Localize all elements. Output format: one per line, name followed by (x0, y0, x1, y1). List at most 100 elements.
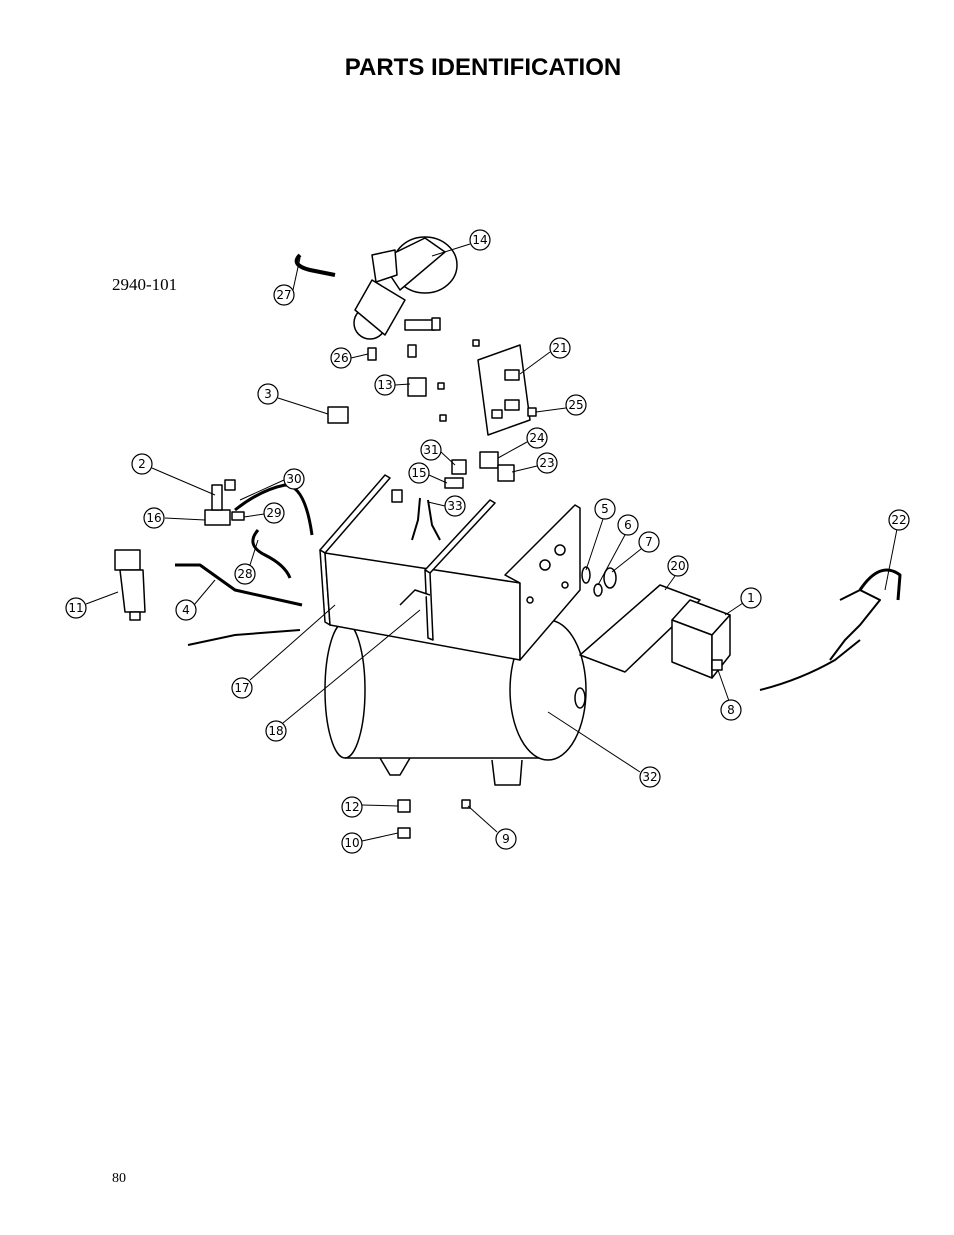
leader-6 (597, 532, 627, 586)
page-title: PARTS IDENTIFICATION (344, 54, 622, 81)
callout-18: 18 (265, 720, 287, 742)
motor-compressor (353, 236, 458, 340)
page-number: 80 (112, 1171, 126, 1186)
leader-30 (239, 479, 285, 501)
svg-text:26: 26 (333, 351, 348, 365)
callout-3: 3 (257, 383, 279, 405)
callout-10: 10 (341, 832, 363, 854)
svg-text:8: 8 (727, 703, 735, 717)
leader-20 (664, 575, 676, 591)
callout-9: 9 (495, 828, 517, 850)
leader-15 (428, 474, 448, 484)
svg-text:10: 10 (344, 836, 359, 850)
leader-2 (151, 467, 216, 496)
svg-text:4: 4 (182, 603, 190, 617)
svg-text:15: 15 (411, 466, 426, 480)
callout-12: 12 (341, 796, 363, 818)
svg-text:13: 13 (377, 378, 392, 392)
svg-text:31: 31 (423, 443, 438, 457)
callout-6: 6 (617, 514, 639, 536)
svg-text:6: 6 (624, 518, 632, 532)
svg-text:5: 5 (601, 502, 609, 516)
callout-13: 13 (374, 374, 396, 396)
svg-text:28: 28 (237, 567, 252, 581)
valve-manifold (204, 479, 245, 526)
svg-text:23: 23 (539, 456, 554, 470)
leader-lines (85, 243, 898, 842)
leader-28 (249, 539, 259, 566)
leader-23 (511, 465, 538, 473)
model-number: 2940-101 (112, 275, 178, 294)
svg-text:30: 30 (286, 472, 301, 486)
leader-18 (282, 609, 421, 724)
wire-harness (411, 497, 881, 661)
svg-text:14: 14 (472, 233, 487, 247)
leader-25 (535, 407, 567, 413)
leader-29 (243, 513, 265, 518)
svg-text:21: 21 (552, 341, 567, 355)
leader-27 (292, 257, 301, 291)
callout-32: 32 (639, 766, 661, 788)
callout-14: 14 (469, 229, 491, 251)
svg-text:2: 2 (138, 457, 146, 471)
fittings (367, 317, 537, 839)
callout-24: 24 (526, 427, 548, 449)
leader-17 (249, 604, 336, 681)
leader-9 (467, 805, 498, 833)
leader-32 (547, 711, 641, 773)
callout-28: 28 (234, 563, 256, 585)
callout-23: 23 (536, 452, 558, 474)
leader-8 (717, 669, 730, 702)
parts-drawing (114, 236, 902, 839)
callout-30: 30 (283, 468, 305, 490)
svg-text:11: 11 (68, 601, 83, 615)
leader-31 (440, 451, 456, 466)
svg-text:3: 3 (264, 387, 272, 401)
callout-27: 27 (273, 284, 295, 306)
callout-22: 22 (888, 509, 910, 531)
svg-text:9: 9 (502, 832, 510, 846)
callout-17: 17 (231, 677, 253, 699)
callout-26: 26 (330, 347, 352, 369)
switch-components (327, 377, 515, 503)
leader-1 (724, 602, 744, 616)
leader-11 (85, 591, 119, 605)
svg-text:1: 1 (747, 591, 755, 605)
callout-31: 31 (420, 439, 442, 461)
frame-cradle (319, 474, 581, 661)
callout-33: 33 (444, 495, 466, 517)
callout-8: 8 (720, 699, 742, 721)
leader-10 (361, 832, 399, 842)
callout-7: 7 (638, 531, 660, 553)
callout-25: 25 (565, 394, 587, 416)
leader-24 (497, 441, 528, 459)
callout-21: 21 (549, 337, 571, 359)
leader-7 (611, 548, 642, 573)
leader-12 (361, 804, 399, 807)
leader-13 (394, 383, 411, 386)
callout-16: 16 (143, 507, 165, 529)
leader-14 (431, 243, 471, 257)
svg-text:24: 24 (529, 431, 544, 445)
svg-text:7: 7 (645, 535, 653, 549)
filter-canister (114, 549, 146, 621)
svg-text:22: 22 (891, 513, 906, 527)
leader-22 (884, 528, 898, 591)
svg-text:29: 29 (266, 506, 281, 520)
leader-5 (585, 518, 604, 571)
callout-1: 1 (740, 587, 762, 609)
callout-29: 29 (263, 502, 285, 524)
leader-33 (427, 501, 446, 507)
leader-21 (519, 351, 551, 375)
callouts: 14 27 26 13 3 21 25 24 23 31 15 33 2 30 … (65, 229, 910, 854)
callout-15: 15 (408, 462, 430, 484)
leader-16 (164, 517, 206, 521)
svg-text:18: 18 (268, 724, 283, 738)
callout-11: 11 (65, 597, 87, 619)
leader-26 (350, 353, 369, 359)
svg-text:27: 27 (276, 288, 291, 302)
callout-4: 4 (175, 599, 197, 621)
leader-4 (193, 579, 216, 606)
electrical-box (579, 584, 731, 679)
